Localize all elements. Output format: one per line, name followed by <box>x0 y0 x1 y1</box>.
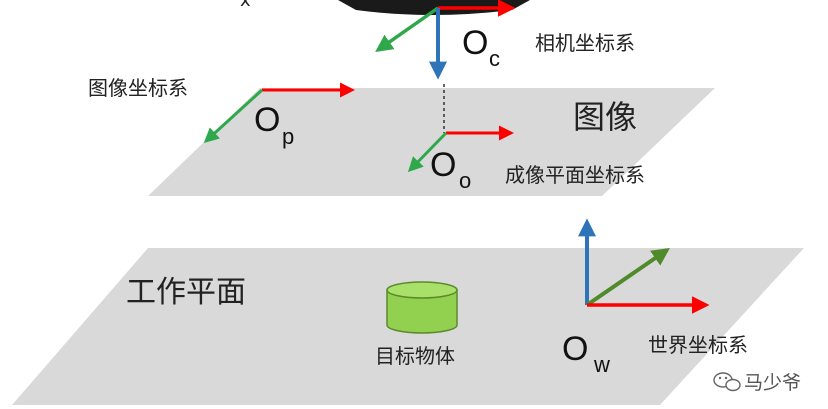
imaging-plane-system-label: 成像平面坐标系 <box>505 163 645 187</box>
camera-system-label: 相机坐标系 <box>535 31 635 55</box>
world-system-label: 世界坐标系 <box>648 333 748 357</box>
watermark-text: 马少爷 <box>744 372 801 394</box>
image-origin-subscript: p <box>282 124 294 149</box>
partial-x-label: x <box>240 0 251 11</box>
target-object-label: 目标物体 <box>375 344 455 368</box>
world-origin-subscript: w <box>593 352 610 377</box>
image-plane <box>148 88 715 196</box>
target-object-cylinder <box>386 281 458 334</box>
world-y-axis <box>585 247 670 307</box>
imaging-origin-label: O <box>430 146 456 184</box>
camera-origin-subscript: c <box>489 46 500 71</box>
camera-origin-label: O <box>462 24 488 62</box>
imaging-y-axis <box>407 131 448 173</box>
image-title: 图像 <box>573 98 637 136</box>
imaging-origin-subscript: o <box>459 168 471 193</box>
image-system-label: 图像坐标系 <box>88 76 188 100</box>
work-plane-label: 工作平面 <box>126 275 246 310</box>
world-origin-label: O <box>562 330 588 368</box>
image-y-axis <box>203 88 264 144</box>
camera-body <box>338 0 530 15</box>
image-origin-label: O <box>254 101 280 139</box>
wechat-icon <box>713 372 741 392</box>
camera-y-axis <box>375 6 440 53</box>
